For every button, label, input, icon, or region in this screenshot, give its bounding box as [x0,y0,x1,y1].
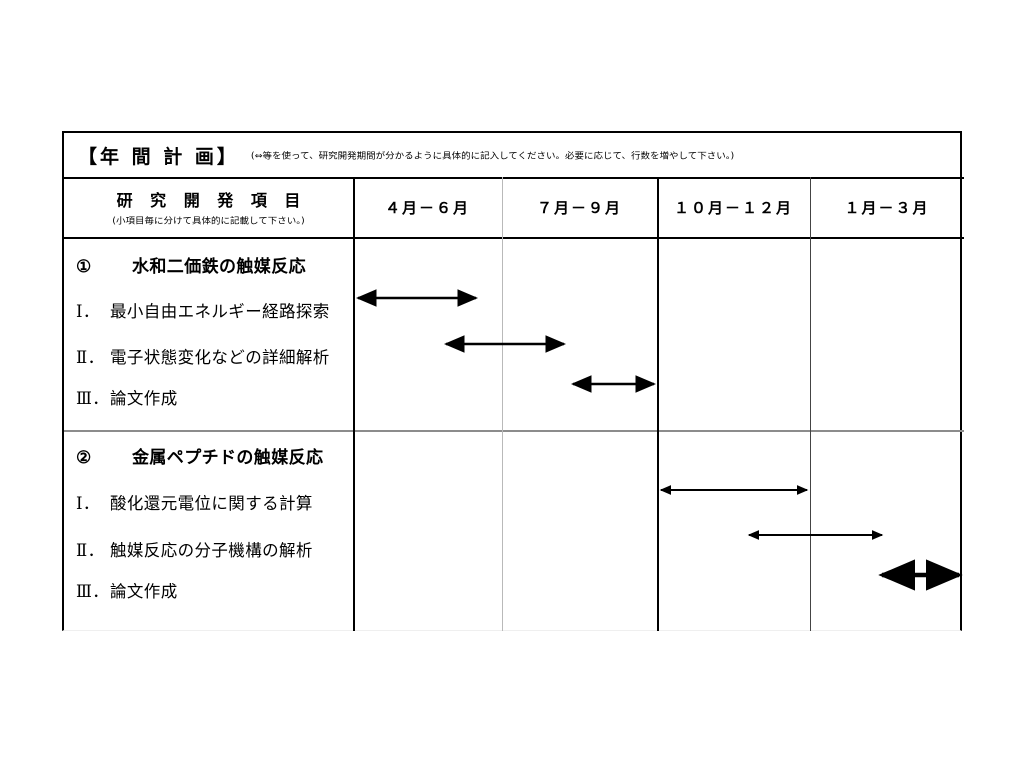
column-divider-4 [810,177,811,631]
header-cell-item-column: 研 究 開 発 項 目 (小項目毎に分けて具体的に記載して下さい。) [64,177,353,237]
row-index: ② [76,448,92,468]
column-divider-1 [353,177,355,631]
page-title: 【年 間 計 画】 [78,145,239,168]
row-label: 酸化還元電位に関する計算 [110,494,313,513]
rule-between-groups [64,430,964,432]
table-row: Ⅰ． 最小自由エネルギー経路探索 [76,298,348,322]
header-cell-quarter-3: １０月－１２月 [673,198,793,217]
row-index: Ⅲ． [76,389,110,408]
item-column-title: 研 究 開 発 項 目 [116,191,307,210]
row-label: 電子状態変化などの詳細解析 [110,348,330,367]
row-index: Ⅲ． [76,582,110,601]
row-index: Ⅰ． [76,494,100,513]
rule-under-title [64,177,964,179]
row-label: 最小自由エネルギー経路探索 [110,302,330,321]
table-row: Ⅰ． 酸化還元電位に関する計算 [76,490,348,514]
table-row: ② 金属ペプチドの触媒反応 [76,443,348,468]
row-label: 論文作成 [110,389,178,408]
item-column-subtitle: (小項目毎に分けて具体的に記載して下さい。) [112,216,305,227]
row-index: Ⅱ． [76,541,105,560]
row-label: 触媒反応の分子機構の解析 [110,541,313,560]
table-row: Ⅱ． 電子状態変化などの詳細解析 [76,344,348,368]
table-row: ① 水和二価鉄の触媒反応 [76,252,348,277]
row-label: 水和二価鉄の触媒反応 [132,257,306,277]
row-label: 金属ペプチドの触媒反応 [132,448,324,468]
header-cell-quarter-2: ７月－９月 [536,198,622,217]
row-label: 論文作成 [110,582,178,601]
table-row: Ⅲ．論文作成 [76,385,348,409]
header-cell-quarter-1: ４月－６月 [384,198,470,217]
title-instruction-note: (⇔等を使って、研究開発期間が分かるように具体的に記入してください。必要に応じて… [250,151,735,162]
column-divider-3 [657,177,659,631]
table-row: Ⅲ．論文作成 [76,578,348,602]
column-divider-2 [502,177,503,631]
row-index: ① [76,257,92,277]
title-band: 【年 間 計 画】 (⇔等を使って、研究開発期間が分かるように具体的に記入してく… [64,133,964,177]
table-header-row: 研 究 開 発 項 目 (小項目毎に分けて具体的に記載して下さい。) ４月－６月… [64,177,964,237]
row-index: Ⅰ． [76,302,100,321]
row-index: Ⅱ． [76,348,105,367]
rule-under-header [64,237,964,239]
table-row: Ⅱ． 触媒反応の分子機構の解析 [76,537,348,561]
annual-plan-table: 【年 間 計 画】 (⇔等を使って、研究開発期間が分かるように具体的に記入してく… [62,131,964,631]
header-cell-quarter-4: １月－３月 [844,198,930,217]
